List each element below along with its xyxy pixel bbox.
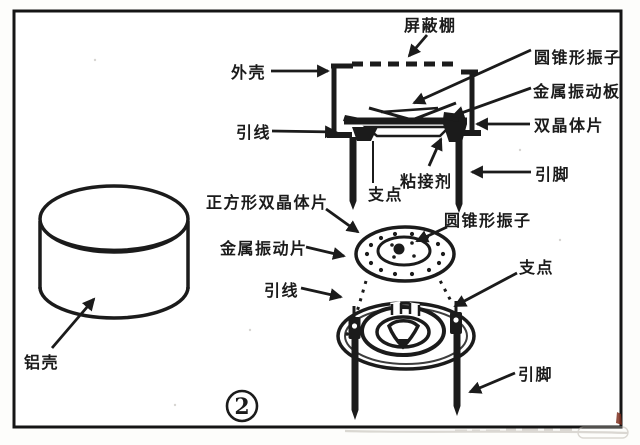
left-fulcrum-foot: [352, 127, 378, 141]
label-fulcrum-2: 支点: [518, 258, 554, 277]
adhesive-fulcrum-foot: [443, 124, 467, 142]
conical-vibrator-shape: [368, 101, 457, 122]
figure-border: [12, 9, 623, 429]
base-pins: [351, 334, 461, 420]
shield-canopy-arrow: [407, 34, 429, 58]
cone-apex-dot: [393, 243, 405, 255]
base-flange: [336, 301, 476, 420]
lead-wire-arrow: [271, 125, 338, 139]
exploded-view-leader-arrows: [300, 207, 518, 394]
diaphragm-disc: [354, 225, 456, 283]
label-bimorph-plate: 双晶体片: [534, 116, 604, 135]
figure-number-badge: 2: [225, 389, 259, 423]
watermark-smudge: [344, 426, 629, 439]
cross-section-labels: 屏蔽棚 圆锥形振子 金属振动板 双晶体片 外壳 引线 支点 粘接剂 引脚: [230, 16, 622, 204]
label-conical-vibrator: 圆锥形振子: [534, 48, 622, 67]
conical-vibrator-arrow: [412, 48, 532, 105]
lead-wire-dashed-right: [434, 272, 454, 304]
label-conical-vibrator-2: 圆锥形振子: [444, 211, 532, 230]
cone-vibrator-arrow-2: [415, 225, 448, 243]
exploded-view-drawing: [336, 225, 476, 420]
aluminum-shell-drawing: [38, 184, 190, 349]
square-bimorph-arrow: [325, 207, 360, 234]
adhesive-arrow: [427, 137, 443, 167]
label-square-bimorph: 正方形双晶体片: [206, 193, 329, 212]
label-aluminum-shell: 铝壳: [24, 353, 59, 372]
cross-section-leader-arrows: [271, 34, 532, 179]
label-lead-wire: 引线: [236, 123, 271, 142]
label-pin-2: 引脚: [518, 365, 553, 384]
fulcrum-arrow-2: [453, 271, 518, 308]
label-shield-canopy: 屏蔽棚: [404, 16, 457, 35]
figure-number: 2: [234, 394, 249, 420]
label-lead-wire-2: 引线: [264, 281, 299, 300]
cone-on-disc: [376, 235, 432, 267]
exploded-view-labels: 正方形双晶体片 金属振动片 引线 圆锥形振子 支点 引脚: [206, 193, 554, 384]
aluminum-shell-arrow: [50, 297, 96, 349]
collar-notch-edges: [390, 303, 421, 316]
metal-plate-arrow: [451, 86, 532, 119]
case-pins: [349, 137, 463, 213]
left-lead-joint: [343, 115, 360, 124]
label-metal-vibration-plate: 金属振动板: [532, 82, 621, 101]
label-metal-vibration-disc: 金属振动片: [219, 239, 308, 258]
spring-contact: [386, 319, 421, 350]
corner-red-mark: [616, 412, 622, 425]
label-outer-case: 外壳: [230, 63, 266, 82]
scan-speckles: [93, 58, 562, 407]
pin-arrow-2: [468, 371, 516, 394]
label-adhesive: 粘接剂: [400, 172, 453, 191]
label-pin: 引脚: [535, 165, 570, 184]
lead-wire-arrow-2: [300, 286, 343, 301]
label-fulcrum: 支点: [367, 185, 403, 204]
metal-disc-arrow: [305, 245, 346, 260]
cross-section-drawing: [327, 61, 481, 213]
